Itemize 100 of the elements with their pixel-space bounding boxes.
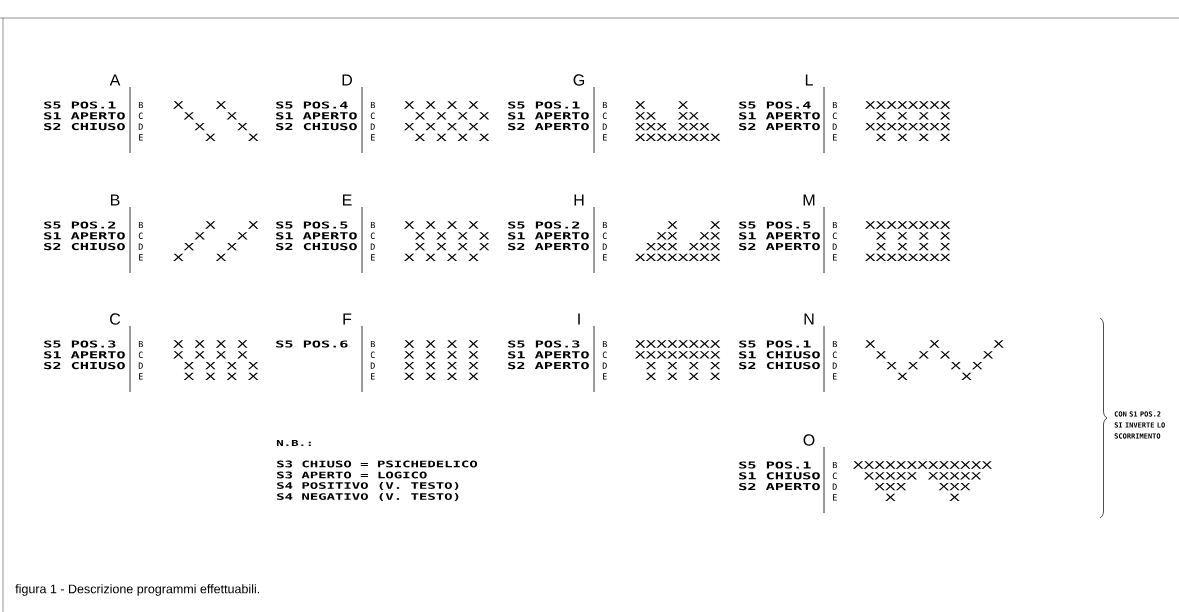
cross-mark: X — [667, 361, 678, 370]
cross-mark: X — [875, 112, 887, 120]
panel-letter: N — [804, 313, 814, 325]
condition-text: S5 POS.2 — [508, 221, 580, 229]
cross-mark: XXXXXXXX — [634, 253, 721, 262]
cross-mark: X — [478, 112, 490, 120]
panel-letter: O — [803, 434, 815, 446]
row-letter: C — [370, 232, 375, 239]
cross-mark: X — [457, 133, 468, 142]
cross-mark: X — [446, 351, 458, 359]
cross-mark: XXXXXXXX — [864, 122, 951, 131]
condition-text: S5 POS.3 — [44, 340, 116, 348]
cross-mark: XXX — [634, 122, 667, 131]
cross-mark: X — [226, 242, 237, 251]
cross-mark: X — [468, 101, 479, 109]
cross-mark: X — [194, 340, 205, 348]
panel-letter: F — [343, 313, 352, 325]
condition-text: S2 APERTO — [508, 243, 589, 251]
cross-mark: X — [667, 221, 678, 229]
row-letter: E — [371, 373, 375, 380]
cross-mark: X — [237, 122, 248, 131]
cross-mark: X — [961, 372, 972, 381]
cross-mark: X — [468, 122, 479, 131]
cross-mark: X — [215, 340, 227, 348]
cross-mark: X — [457, 112, 468, 120]
cross-mark: X — [403, 372, 415, 381]
cross-mark: X — [226, 372, 237, 381]
row-letter: E — [603, 254, 607, 261]
condition-text: S1 APERTO — [508, 351, 589, 359]
cross-mark: XXX — [874, 482, 907, 491]
cross-mark: XX — [656, 232, 678, 240]
panel-letter: B — [111, 194, 120, 206]
row-letter: B — [602, 221, 607, 229]
row-letter: B — [832, 221, 837, 229]
condition-text: S5 POS.4 — [739, 101, 811, 109]
panel-letter: M — [803, 194, 815, 206]
cross-mark: X — [425, 101, 436, 109]
row-letter: C — [602, 232, 607, 239]
condition-text: S5 POS.4 — [276, 101, 348, 109]
cross-mark: X — [414, 133, 426, 142]
row-letter: D — [370, 243, 375, 250]
panel-letter: H — [574, 194, 584, 206]
cross-mark: X — [918, 232, 929, 240]
cross-mark: X — [247, 221, 259, 229]
cross-mark: X — [446, 253, 458, 262]
cross-mark: X — [688, 372, 699, 381]
cross-mark: X — [468, 361, 479, 370]
cross-mark: X — [403, 361, 415, 370]
cross-mark: X — [982, 351, 994, 359]
row-letter: B — [370, 101, 375, 109]
cross-mark: XX — [634, 112, 657, 120]
row-letter: D — [602, 362, 607, 369]
cross-mark: X — [875, 133, 887, 142]
cross-mark: X — [939, 112, 951, 120]
cross-mark: X — [247, 133, 259, 142]
cross-mark: X — [194, 122, 205, 131]
cross-mark: X — [436, 133, 447, 142]
cross-mark: X — [709, 221, 721, 229]
row-letter: C — [138, 112, 143, 119]
cross-mark: X — [215, 253, 227, 262]
cross-mark: X — [183, 112, 195, 120]
condition-text: S2 CHIUSO — [44, 243, 125, 251]
row-letter: D — [370, 362, 375, 369]
row-letter: C — [832, 112, 837, 119]
condition-text: S1 APERTO — [739, 112, 820, 120]
cross-mark: X — [993, 340, 1004, 348]
cross-mark: X — [403, 340, 415, 348]
cross-mark: XXXXX — [927, 472, 982, 480]
row-letter: B — [370, 340, 375, 348]
cross-mark: X — [425, 122, 436, 131]
cross-mark: X — [885, 493, 896, 502]
cross-mark: X — [446, 221, 458, 229]
row-letter: E — [139, 254, 143, 261]
condition-text: S1 APERTO — [276, 232, 357, 240]
row-letter: D — [138, 243, 143, 250]
cross-mark: X — [237, 232, 248, 240]
cross-mark: X — [897, 112, 908, 120]
condition-text: S1 APERTO — [44, 112, 125, 120]
row-letter: B — [138, 221, 143, 229]
panel-letter: I — [578, 313, 580, 325]
condition-text: S1 APERTO — [508, 112, 589, 120]
cross-mark: X — [457, 242, 468, 251]
row-letter: B — [138, 340, 143, 348]
cross-mark: X — [907, 361, 919, 370]
row-letter: E — [603, 373, 607, 380]
condition-text: S2 CHIUSO — [44, 362, 125, 370]
cross-mark: X — [425, 221, 436, 229]
cross-mark: X — [939, 242, 951, 251]
note-heading: N.B.: — [276, 440, 311, 446]
cross-mark: X — [897, 133, 908, 142]
row-letter: D — [138, 362, 143, 369]
cross-mark: XXXXX — [863, 472, 917, 480]
cross-mark: X — [939, 133, 951, 142]
note-text: S3 CHIUSO = PSICHEDELICO — [277, 460, 478, 468]
cross-mark: X — [425, 340, 436, 348]
cross-mark: X — [173, 253, 184, 262]
condition-text: S5 POS.1 — [44, 101, 116, 109]
cross-mark: X — [247, 372, 259, 381]
condition-text: S5 POS.2 — [44, 221, 116, 229]
cross-mark: X — [403, 253, 415, 262]
